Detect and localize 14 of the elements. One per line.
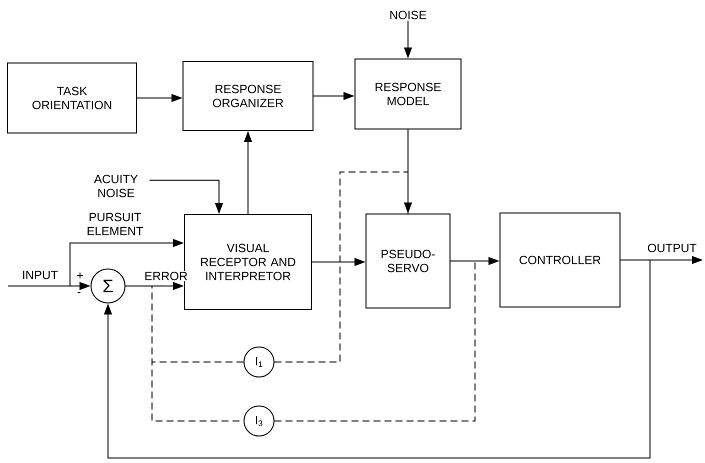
input-text: NOISE — [390, 10, 426, 20]
process-box: RESPONSE MODEL — [354, 58, 462, 130]
sign-label: + — [77, 272, 83, 278]
process-box: TASK ORIENTATION — [7, 62, 137, 134]
arrow — [104, 260, 650, 458]
process-box: PSEUDO- SERVO — [366, 214, 450, 308]
input-text: ACUITY NOISE — [94, 174, 138, 198]
process-box: RESPONSE ORGANIZER — [182, 61, 314, 131]
process-box: CONTROLLER — [500, 212, 620, 308]
edge-label: INPUT — [16, 270, 64, 280]
edge-label: PURSUIT ELEMENT — [76, 212, 154, 236]
edge-label: ERROR — [142, 270, 190, 282]
edge-label: OUTPUT — [642, 242, 702, 254]
sign-label: - — [78, 292, 80, 294]
